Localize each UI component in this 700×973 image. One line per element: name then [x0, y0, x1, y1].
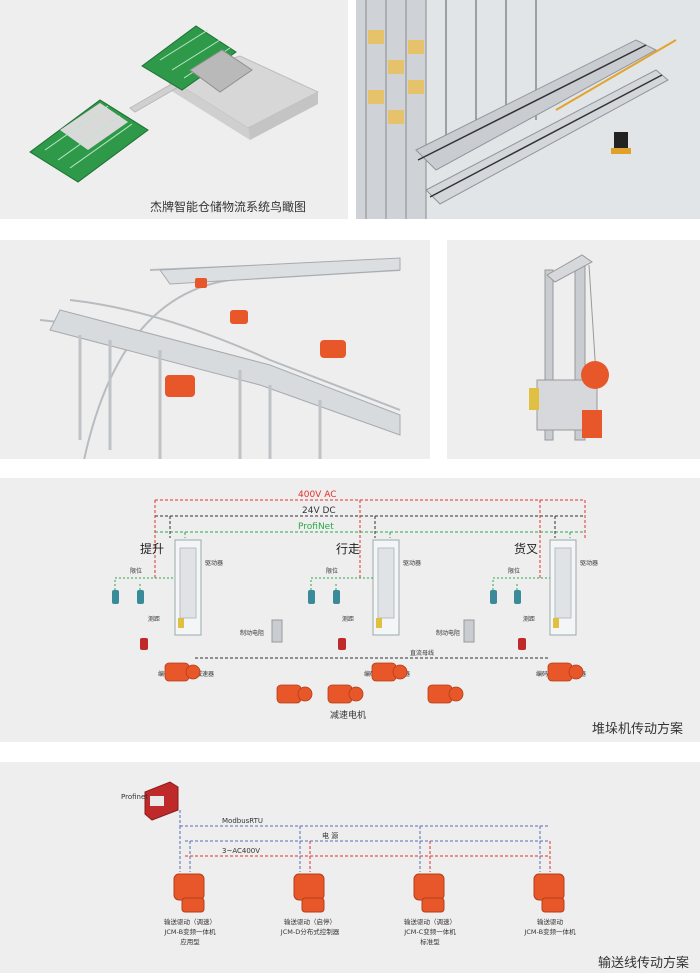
conveyor-drive-unit-2: 输送驱动（启停）JCM-D分布式控制器: [280, 873, 340, 936]
limit-label-travel: 限位: [326, 567, 338, 575]
conveyor-unit-label-line2: JCM-D分布式控制器: [280, 927, 340, 936]
stacker-crane-illustration: [529, 254, 609, 441]
conveyor-unit-label-line3: 标准型: [420, 937, 440, 946]
conveyor-unit-label-line1: 输送驱动（启停）: [284, 917, 336, 926]
stacker-caption: 堆垛机传动方案: [592, 722, 684, 737]
profinet-label: Profinet: [121, 793, 148, 801]
ac400-label: 3~AC400V: [222, 847, 260, 855]
dc-bus-label: 直流母线: [410, 649, 434, 657]
warehouse-interior-illustration: [356, 0, 700, 219]
driver-lift: [174, 539, 202, 636]
conveyor-caption: 输送线传动方案: [598, 956, 690, 971]
driver-fork: [549, 539, 577, 636]
conveyor-unit-label-line2: JCM-B变频一体机: [523, 927, 576, 936]
ranging-label-travel: 测距: [342, 615, 354, 623]
aerial-view-panel: 杰牌智能仓储物流系统鸟瞰图: [0, 0, 348, 219]
ranging-label-fork: 测距: [523, 615, 535, 623]
conveyor-3d-panel: [0, 240, 430, 459]
brake-resistor-2: [463, 619, 475, 643]
conveyor-unit-label-line1: 输送驱动: [537, 917, 564, 926]
brake-resistor-label-2: 制动电阻: [436, 629, 460, 637]
geared-motor-3: [327, 684, 364, 704]
conveyor-drive-panel: Profinet ModbusRTU 电 源 3~AC400V 输送驱动（调速）…: [0, 762, 700, 973]
bus-profinet-label: ProfiNet: [298, 522, 334, 532]
encoder-label-fork: 编码: [536, 670, 548, 678]
brake-resistor-label-1: 制动电阻: [240, 629, 264, 637]
driver-label-fork: 驱动器: [580, 560, 598, 567]
limit-label-fork: 限位: [508, 567, 520, 575]
profinet-controller: [144, 781, 179, 821]
conveyor-unit-label-line2: JCM-C变频一体机: [403, 927, 456, 936]
encoder-label-travel: 编码: [364, 670, 376, 678]
limit-label-lift: 限位: [130, 567, 142, 575]
conveyor-unit-label-line2: JCM-B变频一体机: [163, 927, 216, 936]
warehouse-interior-panel: [356, 0, 700, 219]
conveyor-unit-label-line3: 应用型: [180, 937, 200, 946]
geared-motor-2: [276, 684, 313, 704]
motors-label: 减速电机: [330, 709, 366, 721]
section-travel-label: 行走: [336, 542, 360, 556]
geared-motor-1: [164, 662, 201, 682]
driver-label-travel: 驱动器: [403, 560, 421, 567]
bus-400v-label: 400V AC: [298, 490, 336, 500]
stacker-drive-panel: 400V AC 24V DC ProfiNet 提升 行走 货叉: [0, 478, 700, 742]
bus-24v-label: 24V DC: [302, 506, 336, 516]
geared-motor-5: [427, 684, 464, 704]
conveyor-unit-label-line1: 输送驱动（调速）: [404, 917, 456, 926]
ranging-label-lift: 测距: [148, 615, 160, 623]
aerial-view-caption: 杰牌智能仓储物流系统鸟瞰图: [150, 200, 307, 214]
reducer-label-lift: 减速器: [196, 670, 214, 678]
power-label: 电 源: [322, 831, 338, 840]
aerial-view-illustration: [29, 25, 320, 183]
encoder-label-lift: 编码: [158, 670, 170, 678]
section-fork-label: 货叉: [514, 541, 538, 556]
conveyor-3d-illustration: [39, 257, 401, 459]
conveyor-unit-label-line1: 输送驱动（调速）: [164, 917, 216, 926]
stacker-drive-diagram: 400V AC 24V DC ProfiNet 提升 行走 货叉: [112, 490, 598, 721]
modbus-label: ModbusRTU: [222, 817, 263, 825]
geared-motor-4: [371, 662, 408, 682]
brake-resistor-1: [271, 619, 283, 643]
driver-label-lift: 驱动器: [205, 560, 223, 567]
conveyor-drive-diagram: Profinet ModbusRTU 电 源 3~AC400V 输送驱动（调速）…: [121, 781, 576, 946]
section-lift-label: 提升: [140, 541, 164, 556]
geared-motor-6: [547, 662, 584, 682]
stacker-crane-panel: [447, 240, 700, 459]
driver-travel: [372, 539, 400, 636]
